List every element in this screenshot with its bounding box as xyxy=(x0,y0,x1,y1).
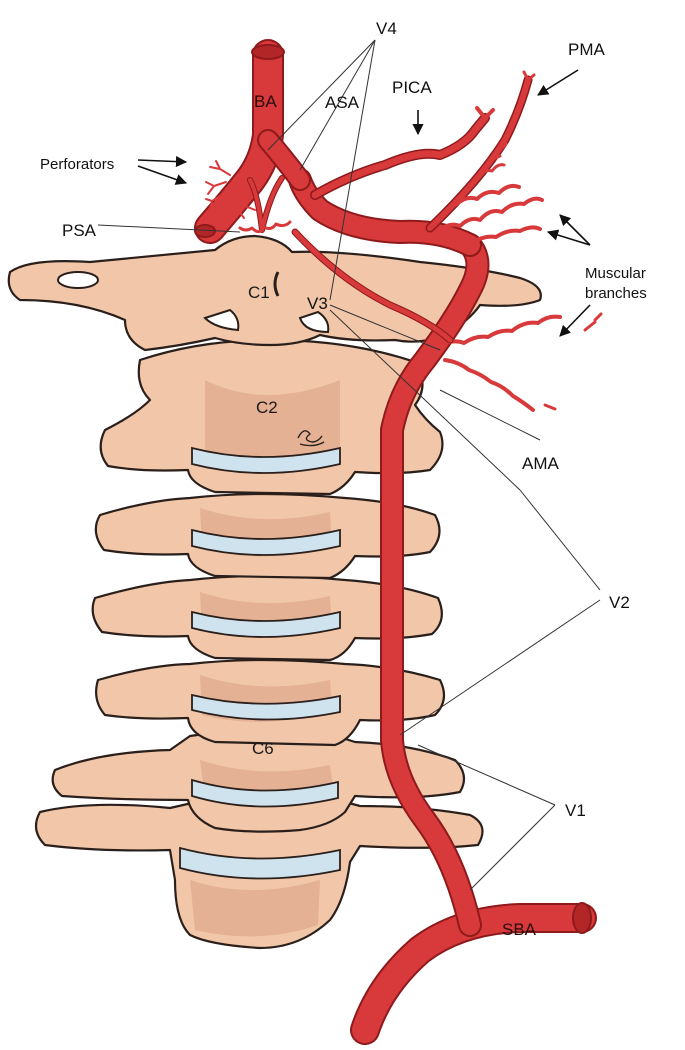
label-v1: V1 xyxy=(565,801,586,820)
vertebra-c4 xyxy=(91,574,443,662)
label-c2: C2 xyxy=(256,398,278,417)
label-pica: PICA xyxy=(392,78,432,97)
label-c1: C1 xyxy=(248,283,270,302)
vertebral-artery xyxy=(288,168,490,937)
label-sba: SBA xyxy=(502,920,537,939)
vertebra-c3 xyxy=(94,492,441,580)
psa-arteries xyxy=(238,220,292,234)
arterial-system xyxy=(194,39,603,1045)
muscular-branches-lower xyxy=(438,312,603,412)
label-asa: ASA xyxy=(325,93,360,112)
label-v3: V3 xyxy=(307,294,328,313)
vertebra-c1 xyxy=(7,234,542,352)
label-pma: PMA xyxy=(568,40,606,59)
label-ama: AMA xyxy=(522,454,560,473)
subclavian-artery xyxy=(350,902,597,1045)
label-muscular-line2: branches xyxy=(585,285,647,302)
pica-artery xyxy=(310,106,495,200)
muscular-branches-upper xyxy=(438,142,544,247)
label-psa: PSA xyxy=(62,221,97,240)
vertebra-c7 xyxy=(34,793,484,950)
vertebra-c2 xyxy=(99,338,444,496)
cervical-spine xyxy=(7,234,542,950)
label-v2: V2 xyxy=(609,593,630,612)
asa-artery xyxy=(247,175,285,233)
ama-artery xyxy=(291,228,454,344)
annotation-lines xyxy=(97,39,601,891)
label-v4: V4 xyxy=(376,19,397,38)
labels: V4 PMA BA ASA PICA Perforators PSA C1 V3… xyxy=(40,19,647,939)
perforator-arteries xyxy=(205,160,256,219)
label-muscular-line1: Muscular xyxy=(585,265,646,282)
vertebra-c6 xyxy=(51,729,466,833)
label-ba: BA xyxy=(254,92,277,111)
label-c6: C6 xyxy=(252,739,274,758)
label-perforators: Perforators xyxy=(40,156,114,173)
vertebra-c5 xyxy=(95,658,446,747)
